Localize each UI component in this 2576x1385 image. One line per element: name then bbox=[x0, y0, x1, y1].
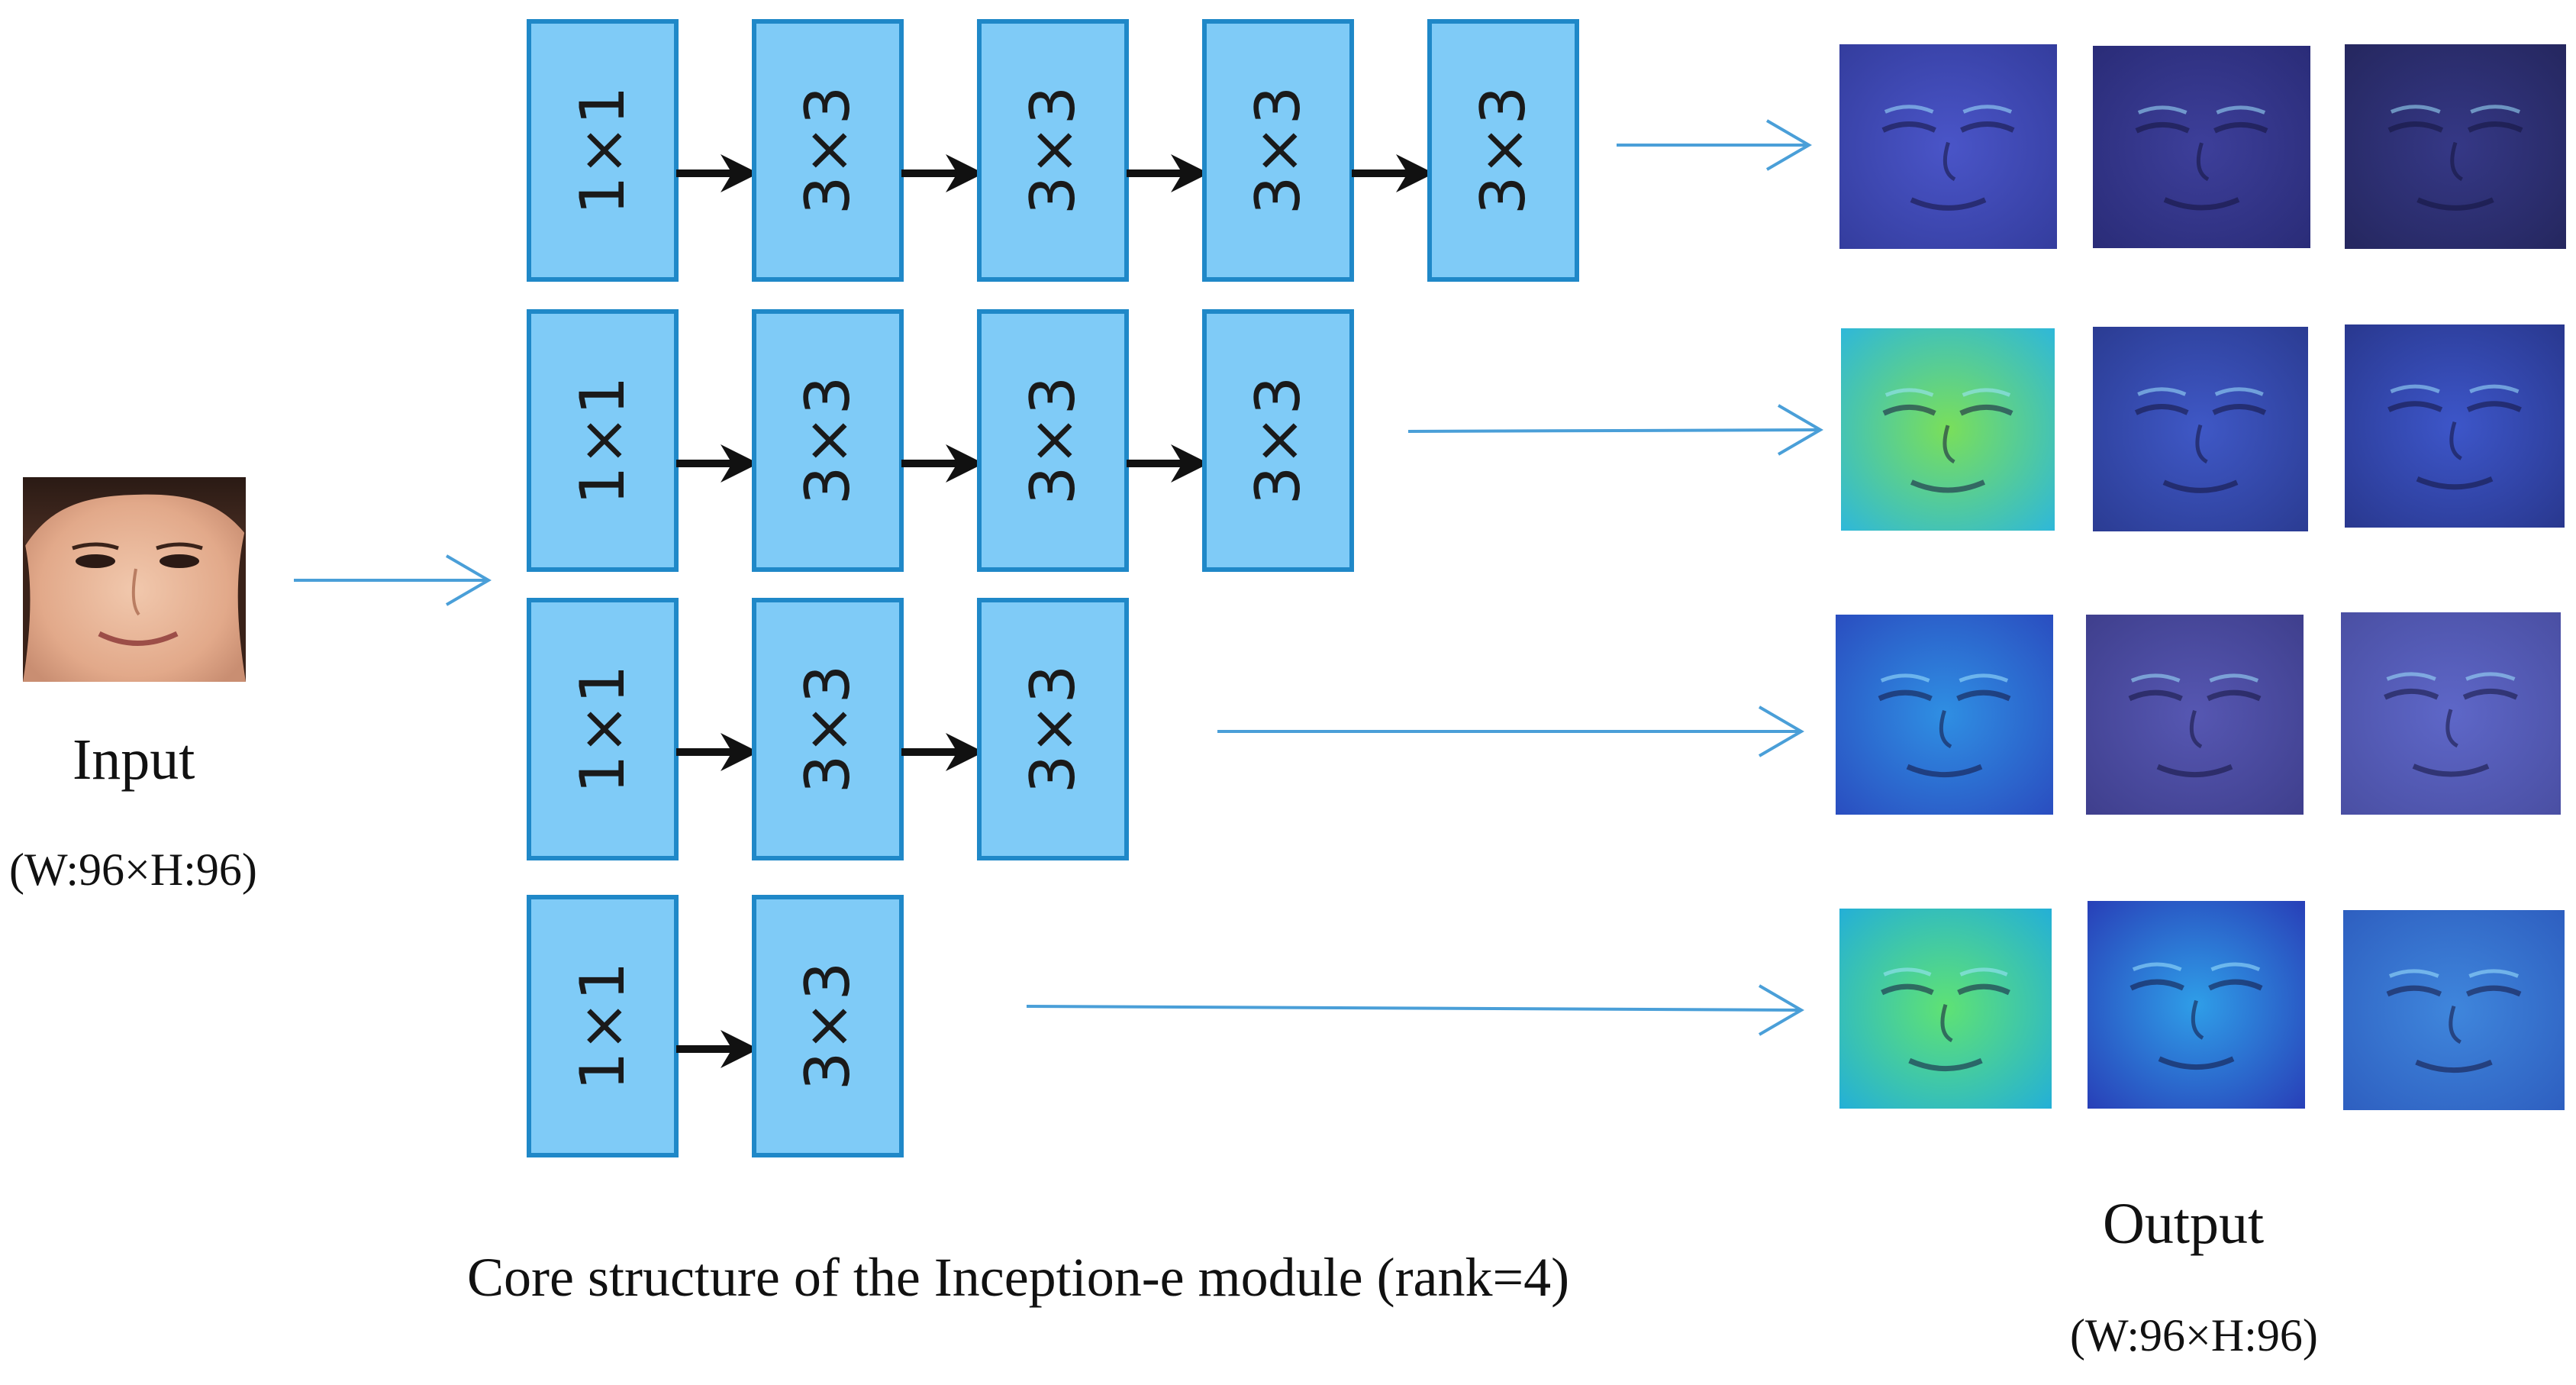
conv-block-2-1 bbox=[527, 309, 679, 572]
conv-block-2-2 bbox=[752, 309, 904, 572]
output-arrows bbox=[1026, 119, 1823, 1036]
output-size: (W:96×H:96) bbox=[2070, 1310, 2318, 1361]
conv-block-label: 3×3 bbox=[792, 665, 863, 794]
feature-map-3-1 bbox=[1836, 615, 2053, 815]
conv-block-1-2 bbox=[752, 19, 904, 282]
feature-map-2-2 bbox=[2093, 327, 2308, 531]
module-caption: Core structure of the Inception-e module… bbox=[467, 1247, 1570, 1308]
feature-map-1-2 bbox=[2093, 46, 2310, 248]
branch-1: 1×1 3×3 3×3 3×3 3×3 bbox=[527, 19, 1579, 282]
output-feature-maps bbox=[1836, 44, 2566, 1110]
conv-block-label: 1×1 bbox=[567, 86, 638, 215]
feature-map-3-2 bbox=[2086, 615, 2304, 815]
output-arrow-2 bbox=[1407, 404, 1823, 456]
output-label: Output bbox=[2103, 1192, 2265, 1256]
input-label: Input bbox=[73, 728, 195, 792]
input-size: (W:96×H:96) bbox=[9, 844, 257, 895]
conv-block-label: 1×1 bbox=[567, 376, 638, 505]
feature-map-1-1 bbox=[1839, 44, 2057, 249]
inception-branches: 1×1 3×3 3×3 3×3 3×3 1×1 3×3 3×3 3×3 1×1 3×3 3×3 1×1 3… bbox=[527, 19, 1579, 1157]
conv-block-3-3 bbox=[977, 598, 1129, 860]
conv-block-1-4 bbox=[1202, 19, 1354, 282]
conv-block-4-1 bbox=[527, 895, 679, 1157]
feature-map-4-3 bbox=[2343, 910, 2565, 1110]
conv-block-label: 3×3 bbox=[792, 962, 863, 1091]
conv-block-label: 3×3 bbox=[1017, 86, 1088, 215]
feature-map-4-2 bbox=[2088, 901, 2305, 1109]
branch-2: 1×1 3×3 3×3 3×3 bbox=[527, 309, 1354, 572]
input-arrow bbox=[294, 554, 492, 606]
feature-map-2-3 bbox=[2345, 324, 2565, 528]
conv-block-1-1 bbox=[527, 19, 679, 282]
conv-block-1-3 bbox=[977, 19, 1129, 282]
conv-block-label: 3×3 bbox=[792, 376, 863, 505]
conv-block-label: 1×1 bbox=[567, 665, 638, 794]
conv-block-1-5 bbox=[1427, 19, 1579, 282]
conv-block-3-2 bbox=[752, 598, 904, 860]
output-arrow-1 bbox=[1617, 119, 1812, 171]
conv-block-label: 3×3 bbox=[1468, 86, 1539, 215]
feature-map-3-3 bbox=[2341, 612, 2561, 815]
conv-block-4-2 bbox=[752, 895, 904, 1157]
conv-block-label: 3×3 bbox=[1243, 376, 1314, 505]
output-arrow-4 bbox=[1026, 984, 1804, 1036]
conv-block-label: 3×3 bbox=[1243, 86, 1314, 215]
conv-block-label: 1×1 bbox=[567, 962, 638, 1091]
conv-block-label: 3×3 bbox=[1017, 665, 1088, 794]
conv-block-2-3 bbox=[977, 309, 1129, 572]
output-arrow-3 bbox=[1217, 705, 1804, 757]
conv-block-3-1 bbox=[527, 598, 679, 860]
conv-block-label: 3×3 bbox=[792, 86, 863, 215]
input-face-image bbox=[23, 477, 246, 682]
conv-block-label: 3×3 bbox=[1017, 376, 1088, 505]
branch-3: 1×1 3×3 3×3 bbox=[527, 598, 1129, 860]
branch-4: 1×1 3×3 bbox=[527, 895, 904, 1157]
feature-map-4-1 bbox=[1839, 909, 2052, 1109]
conv-block-2-4 bbox=[1202, 309, 1354, 572]
feature-map-2-1 bbox=[1841, 328, 2055, 531]
feature-map-1-3 bbox=[2345, 44, 2566, 249]
